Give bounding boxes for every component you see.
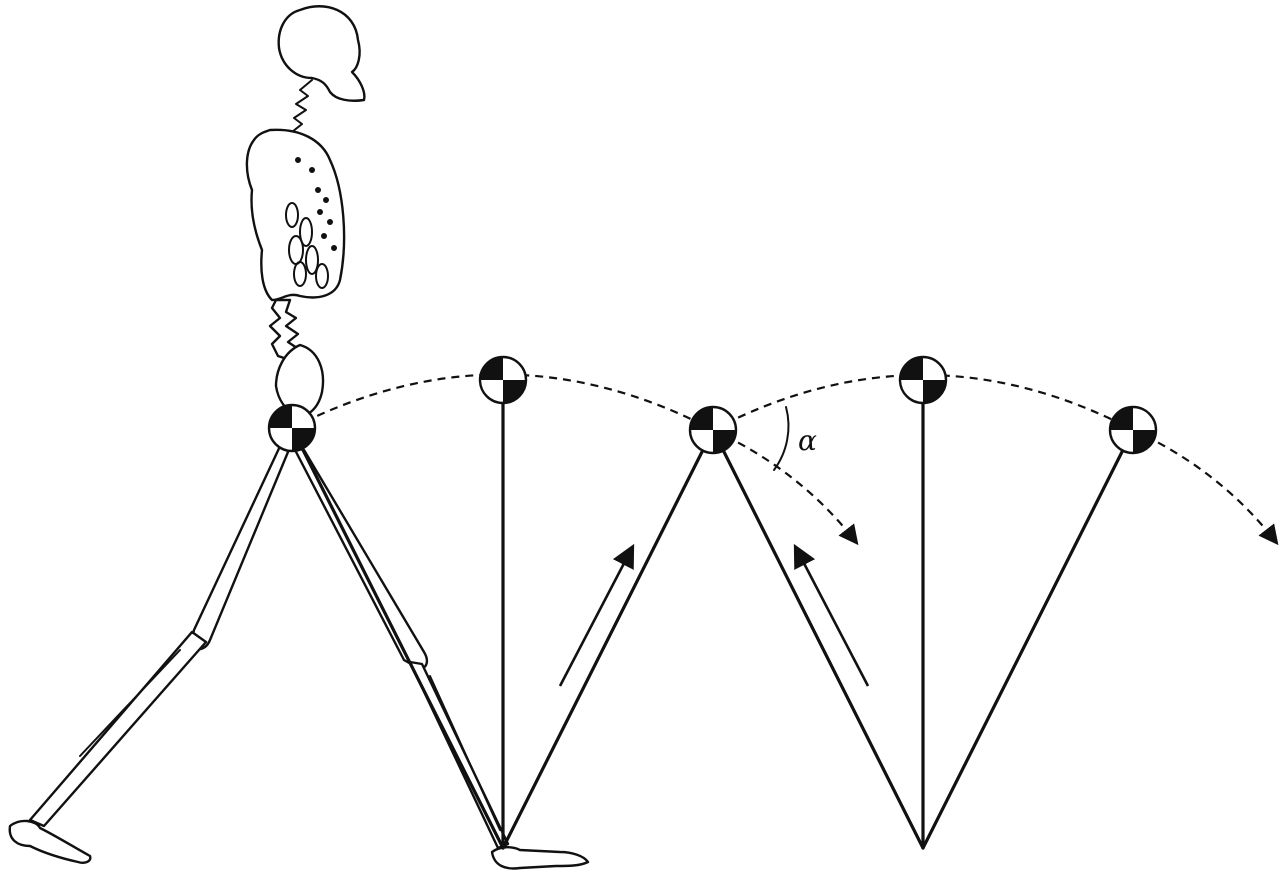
rib-cage	[245, 128, 346, 302]
trajectory-arc-2	[712, 373, 1134, 431]
motion-arrows	[558, 543, 870, 687]
stance-legs	[290, 378, 1135, 850]
trajectory-arc-1-extension	[712, 429, 859, 546]
center-of-mass-icon	[898, 355, 948, 405]
center-of-mass-icon	[267, 403, 317, 453]
skeleton-figure	[8, 5, 590, 870]
center-of-mass-icon	[1108, 405, 1158, 455]
back-tibia	[28, 630, 208, 828]
leg-line-3	[501, 428, 715, 850]
front-foot	[490, 846, 590, 870]
front-femur	[292, 446, 429, 670]
com-markers	[267, 355, 1158, 455]
upward-arrow-2	[793, 543, 870, 687]
upward-arrow-1	[558, 543, 635, 687]
angle-label: α	[798, 424, 817, 457]
trajectory-arc-2-extension	[1132, 429, 1279, 546]
ribs	[285, 157, 337, 289]
leg-line-1	[290, 426, 505, 850]
back-fibula	[79, 649, 181, 757]
com-trajectory	[291, 373, 1279, 546]
leg-line-4	[711, 428, 925, 850]
trajectory-arc-1	[291, 373, 714, 431]
angle-arc	[773, 406, 790, 471]
skull	[277, 5, 366, 102]
leg-line-6	[921, 428, 1135, 850]
front-fibula	[429, 675, 501, 831]
center-of-mass-icon	[478, 355, 528, 405]
angle-alpha: α	[773, 406, 817, 471]
back-femur	[188, 440, 290, 651]
back-foot	[8, 819, 92, 864]
center-of-mass-icon	[688, 405, 738, 455]
cervical-spine	[291, 79, 313, 133]
